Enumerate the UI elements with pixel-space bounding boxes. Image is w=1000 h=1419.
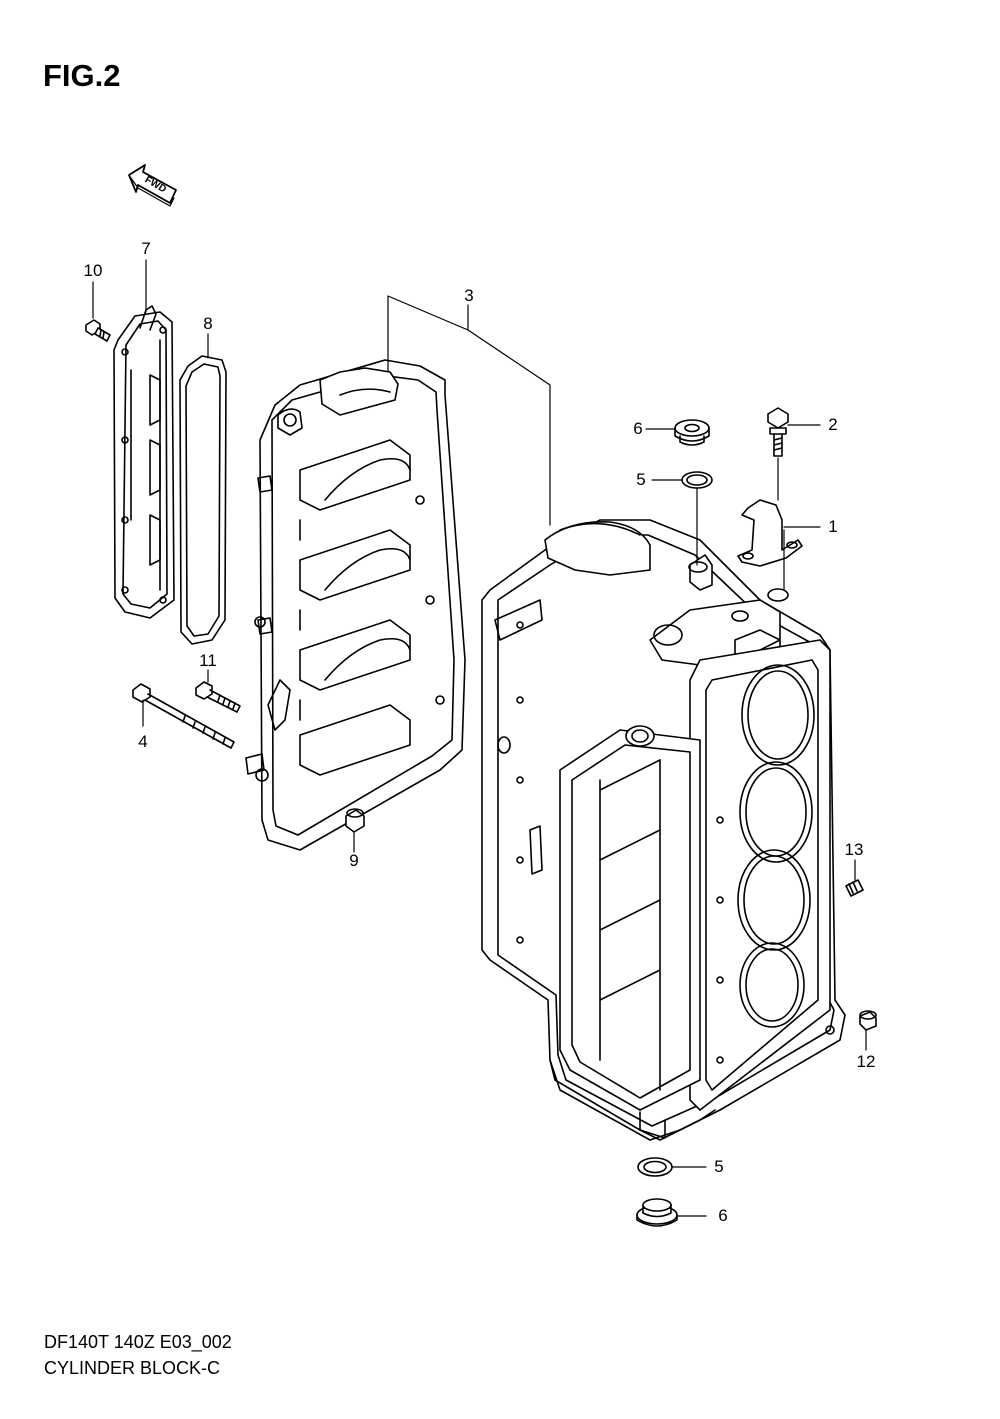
- callout-1: 1: [828, 517, 838, 536]
- part-5-ring-bottom: [637, 1157, 673, 1177]
- callout-9: 9: [349, 851, 359, 870]
- part-10-bolt: [85, 319, 111, 342]
- part-1-clamp: [737, 499, 803, 567]
- part-3-cylinder-block: [481, 519, 846, 1141]
- callout-12: 12: [856, 1052, 876, 1071]
- part-4-bolt: [132, 683, 235, 749]
- part-12-plug: [859, 1010, 877, 1031]
- part-5-ring-top: [681, 471, 713, 489]
- section-name: CYLINDER BLOCK-C: [44, 1358, 221, 1378]
- callout-5-top: 5: [636, 470, 646, 489]
- leader-lines: [92, 259, 867, 1217]
- part-9-dowel-pin: [345, 808, 365, 833]
- callout-8: 8: [203, 314, 213, 333]
- callout-2: 2: [828, 415, 838, 434]
- model-code: DF140T 140Z E03_002: [44, 1332, 232, 1352]
- part-3-bracket-line: [387, 295, 551, 526]
- part-6-plug-bottom: [636, 1198, 678, 1227]
- callout-6-top: 6: [633, 419, 643, 438]
- part-3-crankcase-left: [245, 359, 466, 851]
- part-8-gasket: [179, 355, 227, 645]
- part-2-bolt: [767, 407, 789, 457]
- callout-11: 11: [199, 651, 217, 670]
- callout-7: 7: [141, 239, 151, 258]
- callout-13: 13: [844, 840, 864, 859]
- part-7-cover-plate: [113, 305, 175, 619]
- figure-title: FIG.2: [43, 58, 121, 93]
- part-11-bolt: [195, 681, 241, 713]
- callout-5-bottom: 5: [714, 1157, 724, 1176]
- callout-3: 3: [464, 286, 474, 305]
- callout-6-bottom: 6: [718, 1206, 728, 1225]
- part-6-plug-top: [674, 419, 710, 446]
- part-13-stud: [845, 879, 864, 897]
- fwd-arrow-icon: FWD: [128, 164, 177, 207]
- callout-4: 4: [138, 732, 148, 751]
- callout-10: 10: [83, 261, 103, 280]
